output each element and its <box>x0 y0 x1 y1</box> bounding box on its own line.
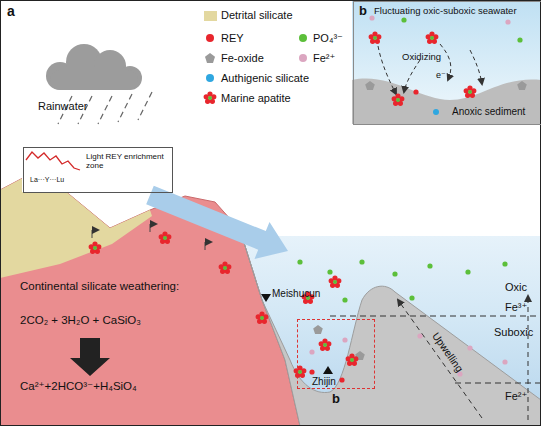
annotation-label: Fe²⁺ <box>505 390 527 403</box>
panel-letter: b <box>332 392 340 407</box>
node-text: La···Y···Lu <box>30 176 64 184</box>
annotation-label: e⁻ <box>436 70 446 80</box>
legend-swatch <box>204 11 217 21</box>
node-text: Fluctuating oxic-suboxic seawater <box>374 6 517 17</box>
annotation-label: Fe³⁺ <box>505 301 527 314</box>
legend-text: Detrital silicate <box>221 9 293 22</box>
zoom-box: b <box>297 319 375 389</box>
chart-box: Light REY enrichment zoneLa···Y···Lu <box>23 147 173 193</box>
annotation-label: Oxic <box>505 281 527 294</box>
panel-letter: b <box>359 4 367 19</box>
annotation-label: Meishucun <box>272 288 320 300</box>
annotation-label: Oxidizing <box>402 52 441 63</box>
legend-text: Marine apatite <box>221 92 291 105</box>
legend-text: Authigenic silicate <box>221 72 309 85</box>
legend-text: PO₄³⁻ <box>313 32 343 45</box>
annotation-label: Ca²⁺+2HCO³⁻+H₄SiO₄ <box>20 380 137 393</box>
annotation-label: 2CO₂ + 3H₂O + CaSiO₃ <box>20 314 141 327</box>
legend-swatch <box>299 34 307 42</box>
legend-text: Fe-oxide <box>221 52 264 65</box>
legend-swatch <box>299 54 307 62</box>
node-text: Anoxic sediment <box>452 106 525 118</box>
legend-swatch <box>206 74 214 82</box>
inset-panel: b Fluctuating oxic-suboxic seawaterAnoxic… <box>353 1 541 125</box>
annotation-label: Rainwater <box>38 100 88 113</box>
annotation-label: Zhijin <box>312 376 336 388</box>
node-text: Light REY enrichment zone <box>86 152 170 170</box>
annotation-label: Continental silicate weathering: <box>20 280 179 293</box>
legend-swatch <box>206 34 214 42</box>
annotation-label: Suboxic <box>494 326 533 339</box>
panel-letter: a <box>7 3 15 19</box>
legend-text: REY <box>221 32 244 45</box>
legend-text: Fe²⁺ <box>313 52 335 65</box>
